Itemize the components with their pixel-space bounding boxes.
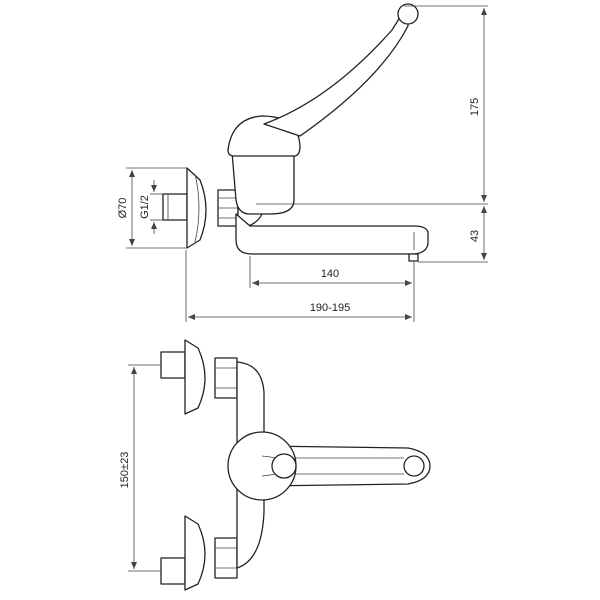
dim-label-thread: G1/2 <box>139 195 151 219</box>
side-view <box>162 3 429 262</box>
dim-label-spout-reach: 140 <box>321 268 339 280</box>
side-inlet-pipe <box>162 193 188 221</box>
side-spout <box>235 213 429 255</box>
top-lever-pivot <box>271 453 297 479</box>
top-hex-nut-upper <box>214 357 238 399</box>
dim-label-inlet-spacing: 150±23 <box>119 452 131 489</box>
dim-label-rosette-diameter: Ø70 <box>117 198 129 219</box>
dim-label-total-depth: 190-195 <box>310 302 350 314</box>
side-lever-ball <box>397 3 419 25</box>
top-lever-handle <box>261 445 431 487</box>
dim-label-spout-height: 43 <box>469 230 481 242</box>
dim-label-lever-height: 175 <box>469 98 481 116</box>
top-view <box>160 339 431 591</box>
top-rosette-upper <box>184 339 206 415</box>
side-lever-handle <box>263 13 409 137</box>
top-inlet-pipe-lower <box>160 557 186 585</box>
top-rosette-lower <box>184 515 206 591</box>
side-aerator <box>408 253 419 262</box>
side-rosette <box>186 167 207 249</box>
top-lever-ball <box>403 455 425 477</box>
side-body-column <box>231 151 295 215</box>
top-hex-nut-lower <box>214 537 238 579</box>
top-inlet-pipe-upper <box>160 351 186 379</box>
